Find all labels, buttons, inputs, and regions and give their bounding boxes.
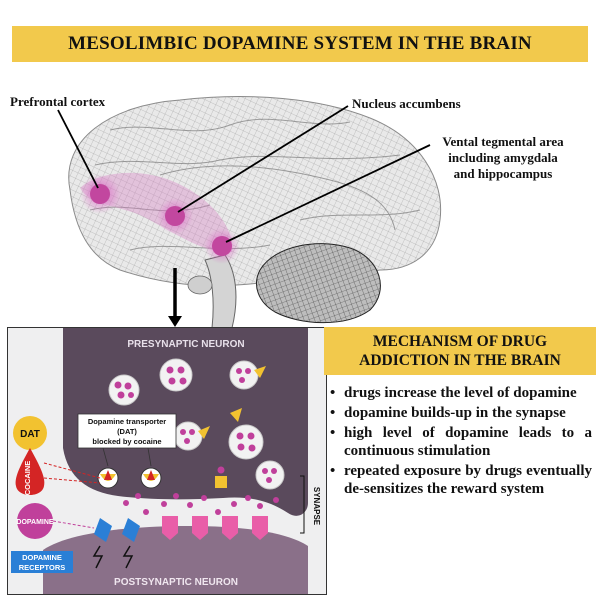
blocked-transporter <box>140 467 162 489</box>
postsynaptic-neuron <box>43 526 308 594</box>
mechanism-heading: MECHANISM OF DRUG ADDICTION IN THE BRAIN <box>359 332 561 370</box>
legend-dat: DAT <box>13 416 47 450</box>
brain-illustration <box>57 96 442 328</box>
synapse-panel: PRESYNAPTIC NEURON POSTSYNAPTIC NEURON <box>7 327 327 595</box>
label-vta-line1: Vental tegmental area <box>442 134 564 149</box>
bullet-icon: • <box>330 405 336 421</box>
synapse-diagram: PRESYNAPTIC NEURON POSTSYNAPTIC NEURON <box>11 328 321 594</box>
transporter-callout <box>77 413 177 449</box>
released-dopamine <box>123 493 279 515</box>
dat-transporter <box>215 466 227 488</box>
brain-stem <box>204 254 237 328</box>
bullet-text: high level of dopamine leads to a contin… <box>344 425 592 459</box>
transporter-label-line3: blocked by cocaine <box>92 437 161 446</box>
blocked-transporter <box>97 467 119 489</box>
list-item: • dopamine builds-up in the synapse <box>330 404 592 422</box>
legend-cocaine: COCAINE <box>15 448 45 496</box>
mechanism-heading-banner: MECHANISM OF DRUG ADDICTION IN THE BRAIN <box>324 327 596 375</box>
label-vta-line3: and hippocampus <box>453 166 553 181</box>
bullet-icon: • <box>330 425 336 441</box>
mechanism-heading-line2: ADDICTION IN THE BRAIN <box>359 352 561 369</box>
list-item: • high level of dopamine leads to a conti… <box>330 424 592 460</box>
legend-dopamine-label: DOPAMINE <box>16 519 54 526</box>
legend-cocaine-label: COCAINE <box>23 461 32 496</box>
legend-receptors-line2: RECEPTORS <box>19 563 66 572</box>
presynaptic-label: PRESYNAPTIC NEURON <box>127 339 244 350</box>
vesicle <box>229 360 266 390</box>
list-item: • drugs increase the level of dopamine <box>330 384 592 402</box>
dopamine-receptors <box>162 516 268 540</box>
bullet-text: drugs increase the level of dopamine <box>344 385 577 401</box>
label-vta-line2: including amygdala <box>448 150 558 165</box>
list-item: • repeated exposure by drugs eventually d… <box>330 462 592 498</box>
vesicle <box>108 374 140 406</box>
blue-receptors <box>94 518 140 542</box>
bullet-text: repeated exposure by drugs eventually de… <box>344 463 592 497</box>
vesicle <box>228 408 264 460</box>
legend-dat-label: DAT <box>20 429 40 440</box>
mechanism-heading-line1: MECHANISM OF DRUG <box>372 333 548 350</box>
label-ventral-tegmental-area: Vental tegmental area including amygdala… <box>418 134 588 182</box>
label-nucleus-accumbens: Nucleus accumbens <box>352 96 461 111</box>
transporter-label-line2: (DAT) <box>117 427 137 436</box>
bullet-icon: • <box>330 385 336 401</box>
synapse-label: SYNAPSE <box>312 487 321 526</box>
mechanism-bullet-list: • drugs increase the level of dopamine • d… <box>330 384 592 500</box>
page-title: MESOLIMBIC DOPAMINE SYSTEM IN THE BRAIN <box>68 33 532 54</box>
transporter-label-line1: Dopamine transporter <box>88 417 166 426</box>
signal-lightning <box>92 545 134 569</box>
legend-receptors: DOPAMINE RECEPTORS <box>11 551 73 573</box>
legend-dopamine: DOPAMINE <box>16 503 54 539</box>
postsynaptic-label: POSTSYNAPTIC NEURON <box>114 577 238 588</box>
bullet-text: dopamine builds-up in the synapse <box>344 405 566 421</box>
vesicle <box>159 358 193 392</box>
legend-receptors-line1: DOPAMINE <box>22 553 62 562</box>
label-prefrontal-cortex: Prefrontal cortex <box>10 94 106 109</box>
bullet-icon: • <box>330 463 336 479</box>
vesicle <box>255 460 285 490</box>
title-banner: MESOLIMBIC DOPAMINE SYSTEM IN THE BRAIN <box>12 26 588 62</box>
vesicle <box>173 421 210 451</box>
